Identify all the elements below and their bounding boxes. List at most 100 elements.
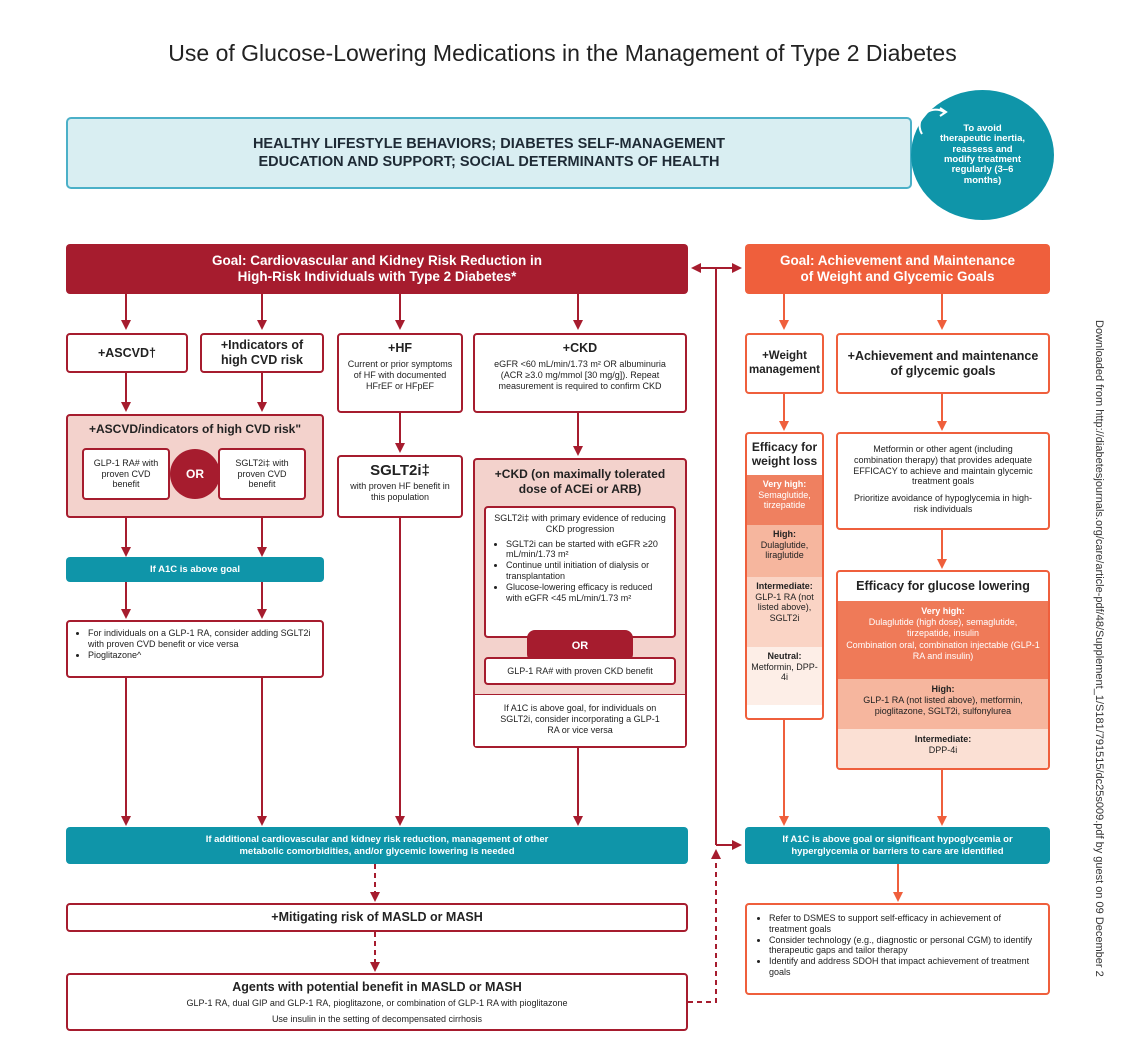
very-high-label: Very high: [921,606,965,616]
ckd-or-label: OR [571,640,589,652]
weight-efficacy-row: Neutral:Metformin, DPP-4i [747,646,822,705]
hf-text: Current or prior symptoms of HF with doc… [347,359,453,391]
or-label: OR [186,467,204,481]
list-item: SGLT2i can be started with eGFR ≥20 mL/m… [506,539,668,561]
goal-cv-kidney: Goal: Cardiovascular and Kidney Risk Red… [66,244,688,294]
glucose-efficacy-title: Efficacy for glucose lowering [856,579,1030,593]
sglt2-cvd-option: SGLT2i‡ with proven CVD benefit [218,448,306,500]
ckd-text: eGFR <60 mL/min/1.73 m² OR albuminuria (… [494,359,666,391]
efficacy-level: Intermediate: [756,580,813,591]
list-item: Continue until initiation of dialysis or… [506,560,668,582]
hypoglycemia-text: Prioritize avoidance of hypoglycemia in … [853,493,1033,514]
download-note: Downloaded from http://diabetesjournals.… [1093,320,1117,1050]
cvd-risk-line-2: high CVD risk [221,353,303,367]
weight-efficacy-title: Efficacy for weight loss [751,440,818,469]
glucose-intermediate: Intermediate: DPP-4i [838,729,1048,768]
goal-left-line-1: Goal: Cardiovascular and Kidney Risk Red… [211,252,543,268]
additional-risk-bar: If additional cardiovascular and kidney … [66,827,688,864]
list-item: Glucose-lowering efficacy is reduced wit… [506,582,668,604]
lifestyle-banner: HEALTHY LIFESTYLE BEHAVIORS; DIABETES SE… [66,117,912,189]
efficacy-level: High: [773,528,796,539]
cvd-risk-box: +Indicators of high CVD risk [200,333,324,373]
intermediate-label: Intermediate: [914,734,972,744]
dsmes-box: Refer to DSMES to support self-efficacy … [745,903,1050,995]
sglt2-ckd-title: SGLT2i‡ with primary evidence of reducin… [494,513,666,534]
efficacy-drugs: Metformin, DPP-4i [751,661,818,683]
ckd-tolerated-title: +CKD (on maximally tolerated dose of ACE… [494,467,666,496]
ascvd-combined-title: +ASCVD/indicators of high CVD risk" [88,422,302,436]
ascvd-box: +ASCVD† [66,333,188,373]
high-label: High: [931,684,955,694]
ckd-title: +CKD [562,341,598,355]
hypo-line-2: hyperglycemia or barriers to care are id… [791,845,1004,857]
banner-line-1: HEALTHY LIFESTYLE BEHAVIORS; DIABETES SE… [252,135,726,152]
ckd-tolerated-box: +CKD (on maximally tolerated dose of ACE… [473,458,687,748]
masld-box: +Mitigating risk of MASLD or MASH [66,903,688,932]
weight-management-box: +Weight management [745,333,824,394]
sglt2-ckd-bullets: SGLT2i can be started with eGFR ≥20 mL/m… [492,539,668,604]
agents-title: Agents with potential benefit in MASLD o… [232,980,522,994]
metformin-box: Metformin or other agent (including comb… [836,432,1050,530]
high-drugs: GLP-1 RA (not listed above), metformin, … [863,694,1023,716]
weight-efficacy-box: Efficacy for weight loss Very high:Semag… [745,432,824,720]
ckd-or-pill: OR [527,630,633,662]
efficacy-drugs: Semaglutide, tirzepatide [758,489,811,511]
glucose-efficacy-box: Efficacy for glucose lowering Very high:… [836,570,1050,770]
sglt2-ckd-panel: SGLT2i‡ with primary evidence of reducin… [484,506,676,638]
sglt2-hf-text: with proven HF benefit in this populatio… [350,481,450,502]
sglt2-cvd-text: SGLT2i‡ with proven CVD benefit [235,457,289,490]
goal-right-line-2: of Weight and Glycemic Goals [800,269,995,284]
banner-line-2: EDUCATION AND SUPPORT; SOCIAL DETERMINAN… [258,154,720,170]
metformin-text: Metformin or other agent (including comb… [853,444,1033,487]
a1c-bar-label: If A1C is above goal [150,563,240,575]
additional-line-1: If additional cardiovascular and kidney … [205,833,549,845]
hf-box: +HF Current or prior symptoms of HF with… [337,333,463,413]
a1c-bullets-box: For individuals on a GLP-1 RA, consider … [66,620,324,678]
additional-line-2: metabolic comorbidities, and/or glycemic… [239,845,515,857]
sglt2-hf-title: SGLT2i‡ [370,462,430,479]
very-high-drugs-1: Dulaglutide (high dose), semaglutide, ti… [868,616,1018,638]
download-note-text: Downloaded from http://diabetesjournals.… [1093,320,1105,977]
goal-weight-glycemic: Goal: Achievement and Maintenance of Wei… [745,244,1050,294]
sglt2-hf-box: SGLT2i‡ with proven HF benefit in this p… [337,455,463,518]
weight-efficacy-row: Intermediate:GLP-1 RA (not listed above)… [747,576,822,647]
glp1-ckd-option: GLP-1 RA# with proven CKD benefit [484,657,676,685]
hf-title: +HF [388,341,412,355]
efficacy-drugs: Dulaglutide, liraglutide [760,539,809,561]
cvd-risk-line-1: +Indicators of [220,338,304,352]
efficacy-level: Very high: [762,478,807,489]
glp1-cvd-text: GLP-1 RA# with proven CVD benefit [93,457,159,490]
masld-label: +Mitigating risk of MASLD or MASH [271,910,483,924]
agents-line-2: Use insulin in the setting of decompensa… [271,1013,483,1024]
list-item: For individuals on a GLP-1 RA, consider … [88,628,316,650]
reassess-circle: To avoid therapeutic inertia, reassess a… [911,90,1054,220]
very-high-drugs-2: Combination oral, combination injectable… [846,640,1040,662]
ascvd-cvd-risk-box: +ASCVD/indicators of high CVD risk" GLP-… [66,414,324,518]
or-circle: OR [170,449,220,499]
reassess-text: To avoid therapeutic inertia, reassess a… [940,122,1025,186]
list-item: Refer to DSMES to support self-efficacy … [769,913,1040,935]
glycemic-goals-box: +Achievement and maintenance of glycemic… [836,333,1050,394]
hypo-line-1: If A1C is above goal or significant hypo… [782,833,1013,845]
page-title: Use of Glucose-Lowering Medications in t… [168,40,957,66]
masld-agents-box: Agents with potential benefit in MASLD o… [66,973,688,1031]
efficacy-level: Neutral: [767,650,802,661]
glycemic-goals-line-1: +Achievement and maintenance [847,348,1039,363]
hypoglycemia-bar: If A1C is above goal or significant hypo… [745,827,1050,864]
glucose-high: High: GLP-1 RA (not listed above), metfo… [838,679,1048,729]
ascvd-label: +ASCVD† [97,345,156,360]
efficacy-drugs: GLP-1 RA (not listed above), SGLT2i [755,591,814,624]
agents-line-1: GLP-1 RA, dual GIP and GLP-1 RA, pioglit… [186,998,568,1008]
glycemic-goals-line-2: of glycemic goals [890,363,996,378]
intermediate-drugs: DPP-4i [928,744,958,755]
a1c-above-goal-bar: If A1C is above goal [66,557,324,582]
list-item: Identify and address SDOH that impact ac… [769,956,1040,978]
ckd-footer: If A1C is above goal, for individuals on… [475,694,685,746]
glucose-very-high: Very high: Dulaglutide (high dose), sema… [838,601,1048,679]
weight-management-label: +Weight management [749,349,820,376]
glp1-ckd-text: GLP-1 RA# with proven CKD benefit [507,665,653,676]
goal-right-line-1: Goal: Achievement and Maintenance [779,252,1016,268]
list-item: Pioglitazone^ [88,650,316,661]
